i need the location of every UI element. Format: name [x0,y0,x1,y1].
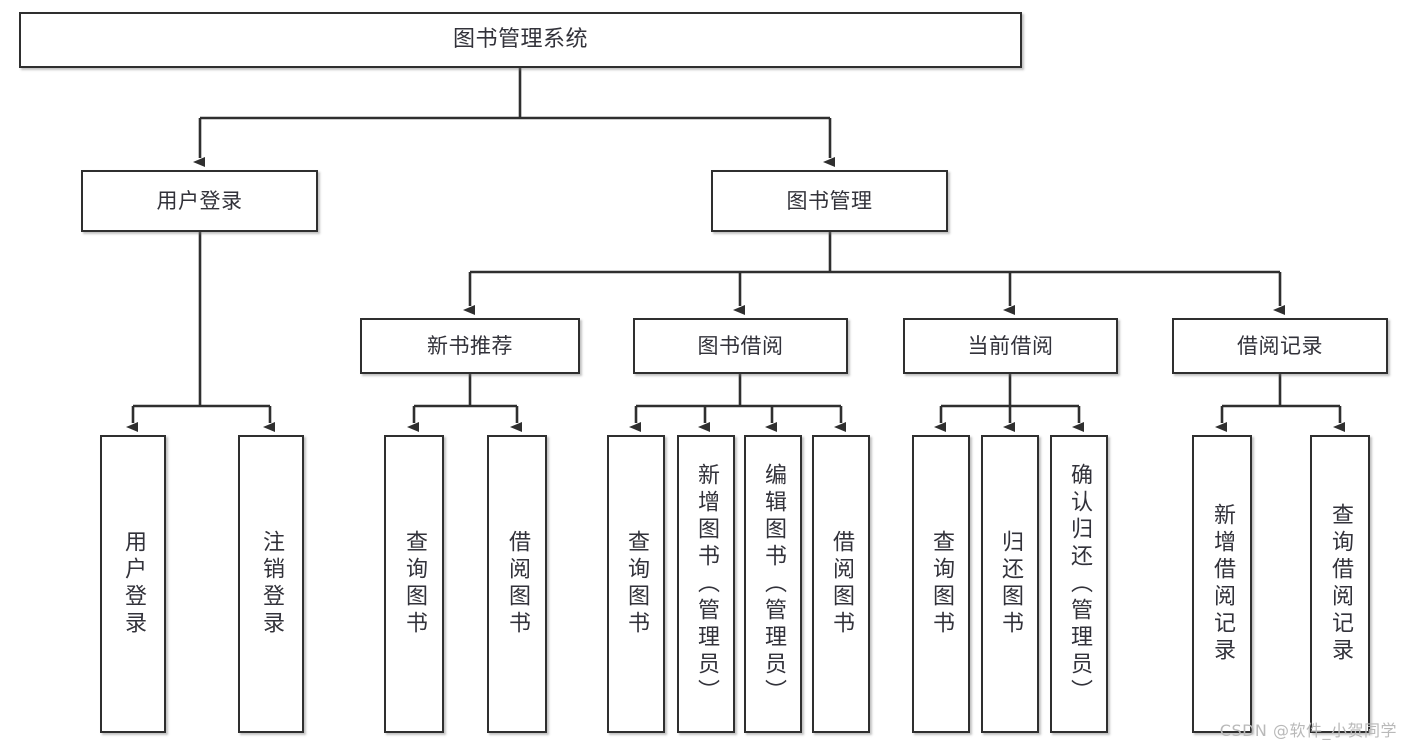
node-leaf-return-book-label: 归还图书 [998,530,1023,638]
node-leaf-edit-book-label: 编辑图书（管理员） [761,462,786,706]
node-leaf-add-record-label: 新增借阅记录 [1210,503,1235,665]
node-current-borrow[interactable]: 当前借阅 [903,318,1118,374]
node-book-manage[interactable]: 图书管理 [711,170,948,232]
csdn-watermark: CSDN @软件_小贺同学 [1219,721,1397,740]
node-book-manage-label: 图书管理 [786,188,873,213]
node-current-borrow-label: 当前借阅 [967,333,1054,358]
node-leaf-add-record[interactable]: 新增借阅记录 [1192,435,1252,733]
node-leaf-user-login-label: 用户登录 [121,530,146,638]
node-leaf-query-record-label: 查询借阅记录 [1328,503,1353,665]
node-book-borrow-label: 图书借阅 [697,333,784,358]
node-user-login-label: 用户登录 [156,188,243,213]
node-borrow-record-label: 借阅记录 [1237,333,1323,358]
node-leaf-borrow-book-1[interactable]: 借阅图书 [487,435,547,733]
node-leaf-logout-label: 注销登录 [259,530,284,638]
node-leaf-query-book-2[interactable]: 查询图书 [607,435,665,733]
node-leaf-borrow-book-1-label: 借阅图书 [505,530,530,638]
node-leaf-return-book[interactable]: 归还图书 [981,435,1039,733]
node-leaf-borrow-book-2-label: 借阅图书 [829,530,854,638]
node-root[interactable]: 图书管理系统 [19,12,1022,68]
node-new-book-rec[interactable]: 新书推荐 [360,318,580,374]
node-user-login[interactable]: 用户登录 [81,170,318,232]
node-leaf-add-book[interactable]: 新增图书（管理员） [677,435,735,733]
node-book-borrow[interactable]: 图书借阅 [633,318,848,374]
node-leaf-query-book-3-label: 查询图书 [929,530,954,638]
node-leaf-confirm-return[interactable]: 确认归还（管理员） [1050,435,1108,733]
node-leaf-edit-book[interactable]: 编辑图书（管理员） [744,435,802,733]
node-leaf-query-book-2-label: 查询图书 [624,530,649,638]
node-new-book-rec-label: 新书推荐 [427,333,513,358]
node-leaf-borrow-book-2[interactable]: 借阅图书 [812,435,870,733]
node-leaf-confirm-return-label: 确认归还（管理员） [1067,462,1092,706]
node-leaf-query-book-1-label: 查询图书 [402,530,427,638]
node-borrow-record[interactable]: 借阅记录 [1172,318,1388,374]
node-leaf-logout[interactable]: 注销登录 [238,435,304,733]
node-leaf-query-record[interactable]: 查询借阅记录 [1310,435,1370,733]
node-leaf-query-book-1[interactable]: 查询图书 [384,435,444,733]
node-leaf-user-login[interactable]: 用户登录 [100,435,166,733]
node-leaf-add-book-label: 新增图书（管理员） [694,462,719,706]
node-root-label: 图书管理系统 [452,27,588,53]
node-leaf-query-book-3[interactable]: 查询图书 [912,435,970,733]
